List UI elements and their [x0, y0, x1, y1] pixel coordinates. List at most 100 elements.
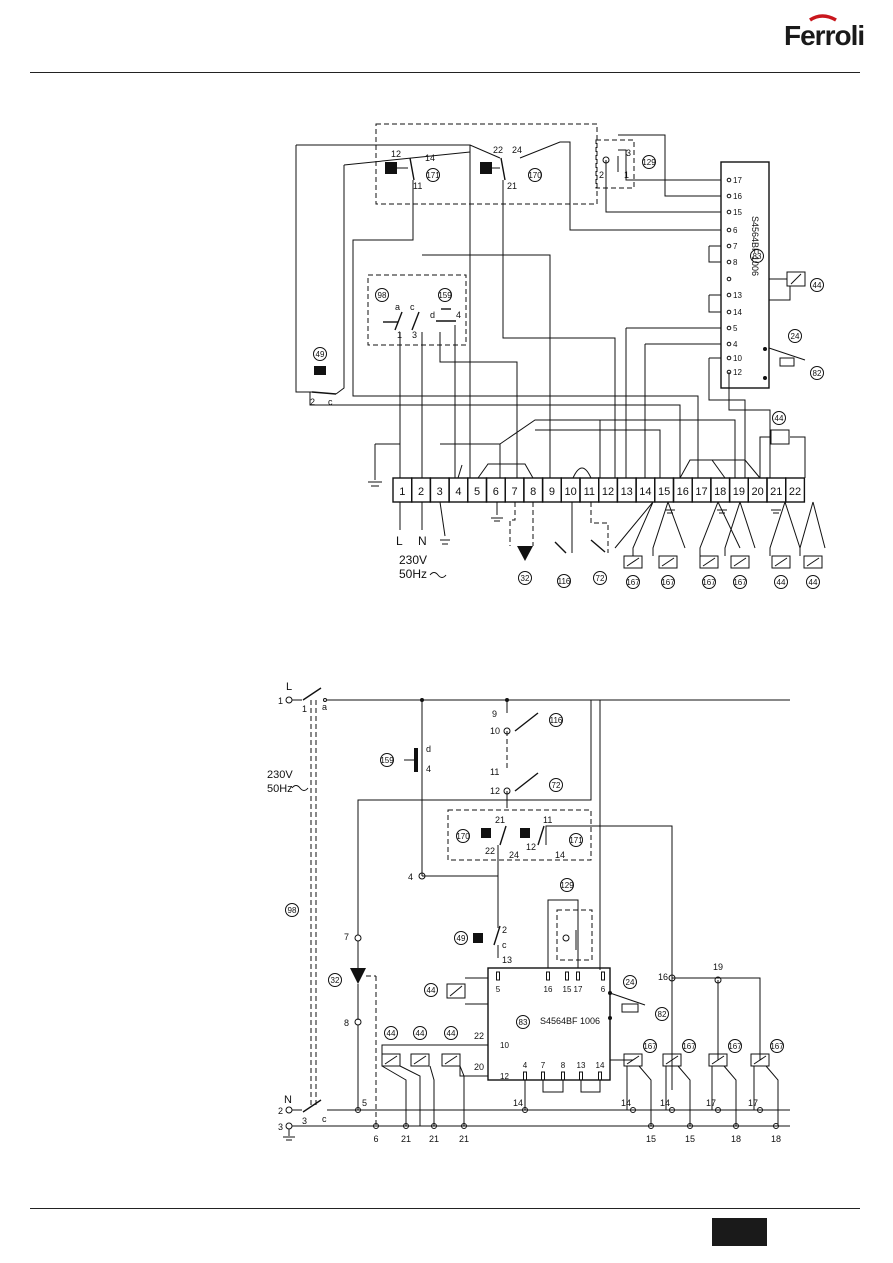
supply-n: N	[418, 534, 427, 548]
footer-rule	[30, 1208, 860, 1209]
switch-171-body	[385, 162, 397, 174]
module-pin	[726, 177, 732, 183]
coil-44-ref: 44	[447, 1029, 456, 1038]
terminal-label: 18	[714, 486, 726, 498]
n-node-label: 17	[706, 1098, 716, 1108]
ref-82-b: 82	[658, 1010, 667, 1019]
ground-node-label: 15	[685, 1134, 695, 1144]
module-pin	[726, 227, 732, 233]
ground-node-label: 18	[771, 1134, 781, 1144]
ref-83-b: 83	[519, 1018, 528, 1027]
ref-32-b: 32	[331, 976, 340, 985]
coil-44	[410, 1053, 430, 1067]
ref-116-b: 116	[550, 716, 563, 725]
module-pin-label: 10	[733, 354, 742, 363]
terminal-label: 9	[549, 486, 555, 498]
label-a: a	[395, 302, 400, 312]
label-c-b: c	[502, 940, 507, 950]
module-pin-label: 7	[733, 242, 738, 251]
label-p2: 2	[599, 170, 604, 180]
module-pin-label: 13	[733, 291, 742, 300]
module2-pin-label: 14	[596, 1061, 605, 1070]
brand-logo	[780, 14, 860, 58]
node-20: 20	[474, 1062, 484, 1072]
node-22: 22	[485, 846, 495, 856]
left-c: c	[322, 1114, 327, 1124]
node-14: 14	[555, 850, 565, 860]
module-pin-label: 5	[733, 324, 738, 333]
module-pin-label: 15	[733, 208, 742, 217]
module-name-b: S4564BF 1006	[540, 1016, 600, 1026]
module2-pin-label: 16	[544, 985, 553, 994]
ref-49: 49	[316, 350, 325, 359]
bus-voltage: 230V	[267, 769, 293, 781]
coil-ref: 44	[777, 578, 786, 587]
label-d: d	[430, 310, 435, 320]
terminal-label: 7	[511, 486, 517, 498]
n-node-label: 14	[513, 1098, 523, 1108]
wiring-diagram-bottom: L 1 1 a 98 230V 50Hz N 2 3 c 3	[267, 681, 790, 1144]
terminal-label: 17	[695, 486, 707, 498]
node-7: 7	[344, 932, 349, 942]
terminal-label: 6	[493, 486, 499, 498]
terminal-label: 2	[418, 486, 424, 498]
label-2-b: 2	[502, 925, 507, 935]
bus-n: N	[284, 1094, 292, 1106]
node-4: 4	[408, 872, 413, 882]
coil-44-ref: 44	[387, 1029, 396, 1038]
coil-44-ref: 44	[416, 1029, 425, 1038]
ref-159: 159	[438, 291, 452, 300]
label-c: c	[410, 302, 415, 312]
label-14: 14	[425, 153, 435, 163]
label-4: 4	[456, 310, 461, 320]
terminal-label: 3	[437, 486, 443, 498]
module-pin-label: 8	[733, 258, 738, 267]
ref-129-b: 129	[560, 881, 574, 890]
module-pin-label: 12	[733, 368, 742, 377]
valve-coil	[803, 555, 823, 569]
ref-98: 98	[378, 291, 387, 300]
left-sw1: 1	[302, 704, 307, 714]
header-rule	[30, 72, 860, 73]
terminal-label: 4	[455, 486, 461, 498]
ref-72-b: 72	[552, 781, 561, 790]
coil-ref: 167	[733, 578, 747, 587]
module-name: S4564BF 1006	[750, 216, 760, 276]
node-22-b: 22	[474, 1031, 484, 1041]
coil-ref: 167	[661, 578, 675, 587]
node-11: 11	[490, 767, 499, 777]
label-p1: 1	[624, 170, 629, 180]
ground-node-label: 18	[731, 1134, 741, 1144]
module2-pin-label: 15	[563, 985, 572, 994]
module2-pin-label: 7	[541, 1061, 546, 1070]
thermostat-group-box	[375, 123, 598, 205]
module2-pin-label: 8	[561, 1061, 566, 1070]
label-22: 22	[493, 145, 503, 155]
ref-170-b: 170	[456, 832, 470, 841]
terminal-label: 11	[584, 486, 595, 498]
n-node-label: 14	[621, 1098, 631, 1108]
coil-ref: 44	[809, 578, 818, 587]
label-4-b: 4	[426, 764, 431, 774]
label-c-49: c	[328, 397, 333, 407]
label-2: 2	[310, 397, 315, 407]
node-16: 16	[658, 972, 668, 982]
bus-frequency: 50Hz	[267, 783, 293, 795]
pressure-switch-box	[595, 139, 635, 189]
node-11-b: 11	[543, 815, 552, 825]
ground-node-label: 15	[646, 1134, 656, 1144]
terminal-label: 19	[733, 486, 745, 498]
module-pin-label: 6	[733, 226, 738, 235]
terminal-label: 1	[399, 486, 405, 498]
node-5: 5	[362, 1098, 367, 1108]
bus-l: L	[286, 681, 292, 693]
module2-pin-label: 10	[500, 1041, 509, 1050]
ground-node-label: 21	[401, 1134, 411, 1144]
left-2: 2	[278, 1106, 283, 1116]
ref-83: 83	[753, 252, 762, 261]
left-a: a	[322, 702, 327, 712]
module-pin-label: 17	[733, 176, 742, 185]
coil-167	[662, 1053, 682, 1067]
